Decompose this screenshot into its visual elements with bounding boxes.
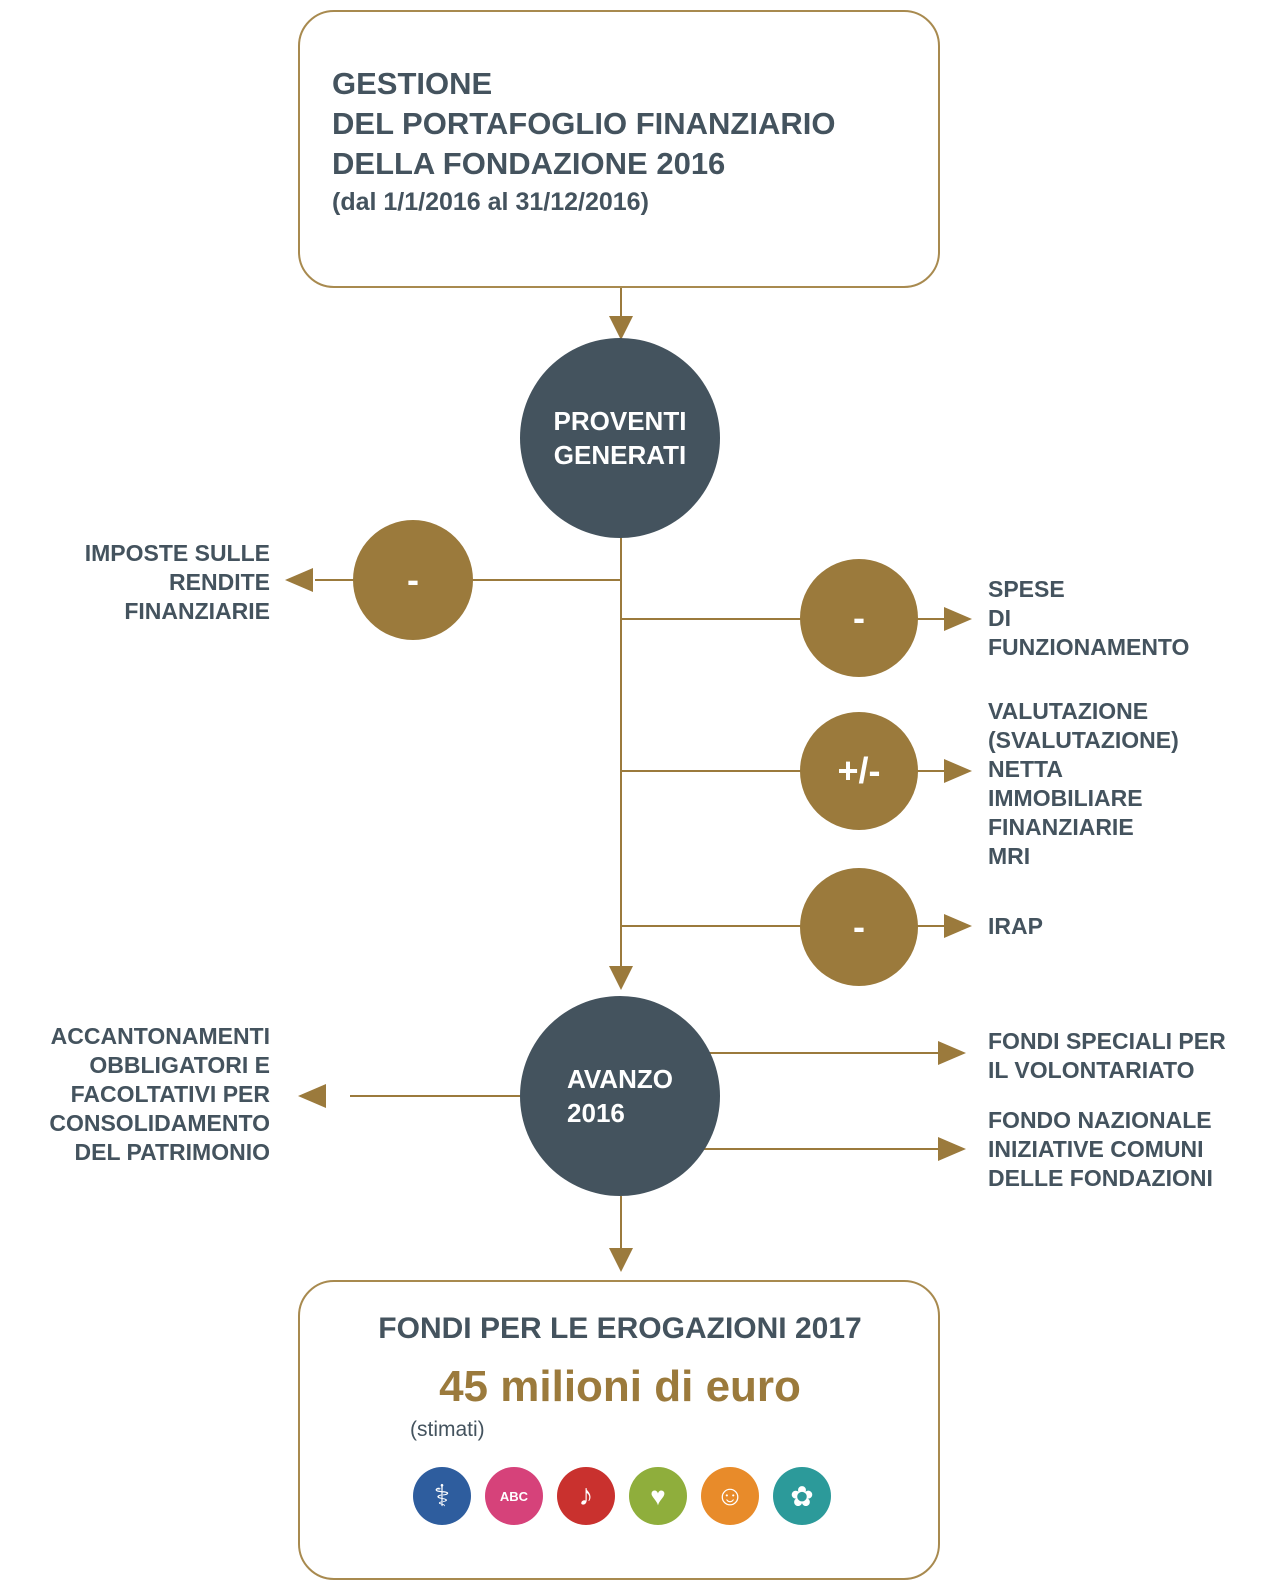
- label-spese: SPESE DI FUNZIONAMENTO: [988, 575, 1189, 662]
- label-valutazione: VALUTAZIONE (SVALUTAZIONE) NETTA IMMOBIL…: [988, 697, 1179, 871]
- proventi-line-2: GENERATI: [553, 440, 687, 470]
- header-title: GESTIONE DEL PORTAFOGLIO FINANZIARIO DEL…: [332, 64, 835, 220]
- avanzo-node: AVANZO 2016: [520, 996, 720, 1196]
- label-spese-line: DI: [988, 605, 1011, 631]
- label-valutazione-line: VALUTAZIONE: [988, 698, 1149, 724]
- label-valutazione-line: IMMOBILIARE: [988, 785, 1143, 811]
- arrow-to-avanzo: [609, 966, 633, 990]
- label-imposte: IMPOSTE SULLE RENDITE FINANZIARIE: [85, 539, 270, 626]
- heart-leaf-icon: ♥: [629, 1467, 687, 1525]
- footer-note: (stimati): [410, 1418, 485, 1441]
- arrow-to-valutazione: [944, 759, 972, 783]
- label-accantonamenti-line: DEL PATRIMONIO: [74, 1139, 271, 1165]
- header-line-2: DEL PORTAFOGLIO FINANZIARIO: [332, 106, 836, 141]
- label-irap-line: IRAP: [988, 913, 1043, 939]
- label-fondi-speciali-line: IL VOLONTARIATO: [988, 1057, 1195, 1083]
- footer-amount: 45 milioni di euro: [439, 1362, 801, 1411]
- arrow-to-fondi-speciali: [938, 1041, 966, 1065]
- label-spese-line: SPESE: [988, 576, 1065, 602]
- hand-rings-icon: ✿: [773, 1467, 831, 1525]
- operator-imposte: -: [353, 520, 473, 640]
- arrow-to-fondo-nazionale: [938, 1137, 966, 1161]
- operator-irap: -: [800, 868, 918, 986]
- people-icon: ☺: [701, 1467, 759, 1525]
- arrow-to-imposte: [285, 568, 313, 592]
- arrow-to-accantonamenti: [298, 1084, 326, 1108]
- label-spese-line: FUNZIONAMENTO: [988, 634, 1190, 660]
- label-fondi-speciali-line: FONDI SPECIALI PER: [988, 1028, 1226, 1054]
- footer-title: FONDI PER LE EROGAZIONI 2017: [378, 1312, 862, 1345]
- label-imposte-line: FINANZIARIE: [124, 598, 270, 624]
- label-accantonamenti: ACCANTONAMENTI OBBLIGATORI E FACOLTATIVI…: [49, 1022, 270, 1167]
- proventi-node: PROVENTI GENERATI: [520, 338, 720, 538]
- microscope-icon: ⚕: [413, 1467, 471, 1525]
- label-accantonamenti-line: CONSOLIDAMENTO: [49, 1110, 270, 1136]
- arrow-to-proventi: [609, 316, 633, 340]
- label-valutazione-line: FINANZIARIE: [988, 814, 1134, 840]
- blackboard-icon: ABC: [485, 1467, 543, 1525]
- header-period: (dal 1/1/2016 al 31/12/2016): [332, 188, 649, 216]
- avanzo-line-2: 2016: [567, 1098, 625, 1128]
- arrow-to-spese: [944, 607, 972, 631]
- label-fondo-nazionale-line: DELLE FONDAZIONI: [988, 1165, 1213, 1191]
- label-irap: IRAP: [988, 912, 1043, 941]
- label-accantonamenti-line: FACOLTATIVI PER: [70, 1081, 270, 1107]
- label-fondi-speciali: FONDI SPECIALI PER IL VOLONTARIATO: [988, 1027, 1226, 1085]
- avanzo-line-1: AVANZO: [567, 1064, 673, 1094]
- label-imposte-line: IMPOSTE SULLE: [84, 540, 270, 566]
- proventi-line-1: PROVENTI: [553, 406, 687, 436]
- label-accantonamenti-line: ACCANTONAMENTI: [50, 1023, 270, 1049]
- music-column-icon: ♪: [557, 1467, 615, 1525]
- label-fondo-nazionale: FONDO NAZIONALE INIZIATIVE COMUNI DELLE …: [988, 1106, 1213, 1193]
- header-line-1: GESTIONE: [332, 66, 493, 101]
- label-valutazione-line: (SVALUTAZIONE): [988, 727, 1179, 753]
- operator-spese: -: [800, 559, 918, 677]
- label-accantonamenti-line: OBBLIGATORI E: [89, 1052, 270, 1078]
- label-valutazione-line: NETTA: [988, 756, 1063, 782]
- arrow-to-irap: [944, 914, 972, 938]
- header-line-3: DELLA FONDAZIONE 2016: [332, 146, 726, 181]
- label-fondo-nazionale-line: INIZIATIVE COMUNI: [988, 1136, 1204, 1162]
- label-fondo-nazionale-line: FONDO NAZIONALE: [988, 1107, 1212, 1133]
- header-box: [298, 10, 940, 288]
- label-valutazione-line: MRI: [988, 843, 1031, 869]
- label-imposte-line: RENDITE: [169, 569, 270, 595]
- arrow-to-erogazioni: [609, 1248, 633, 1272]
- operator-valutazione: +/-: [800, 712, 918, 830]
